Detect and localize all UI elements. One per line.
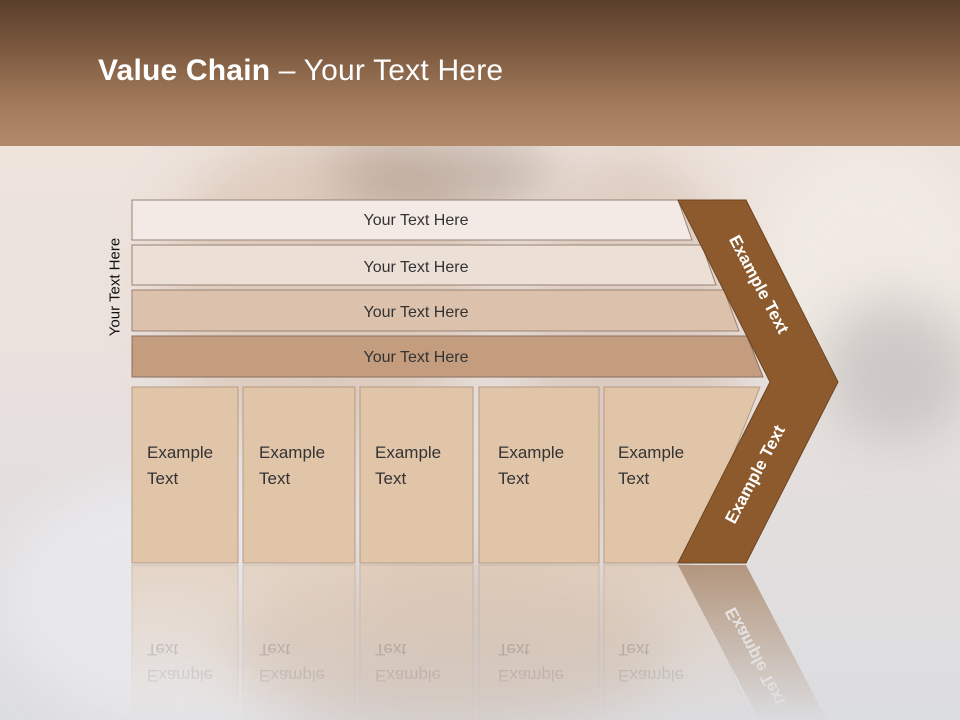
primary-column-2-line2: Text [259,469,290,488]
primary-column-3-line2: Text [375,469,406,488]
title-banner: Value Chain – Your Text Here [0,0,960,146]
slide-title-rest: – Your Text Here [270,54,504,87]
reflection-column [131,564,239,720]
reflection-text: Example [147,666,213,685]
primary-column-5-line2: Text [618,469,649,488]
primary-column-2[interactable] [242,386,356,564]
support-bar-3-label: Your Text Here [364,304,469,321]
background-photo-hair [330,140,560,210]
slide-title[interactable]: Value Chain – Your Text Here [98,54,503,88]
reflection-group: Example Text Example Text Example Text E… [131,564,828,720]
support-bar-4[interactable] [131,335,764,378]
primary-column-1-line1: Example [147,443,213,462]
reflection-text: Example [259,666,325,685]
reflection-text: Example [498,666,564,685]
background-photo-pen [820,300,960,440]
support-bar-4-label: Your Text Here [364,349,469,366]
support-bar-2[interactable] [131,244,717,286]
margin-chevron-arrow[interactable] [677,199,839,564]
support-bar-1[interactable] [131,199,693,241]
reflection-column [359,564,474,720]
primary-column-4-line2: Text [498,469,529,488]
reflection-text: Example [618,666,684,685]
reflection-arrow [678,565,828,720]
reflection-text: Text [498,640,529,659]
reflection-text: Text [259,640,290,659]
reflection-text: Text [147,640,178,659]
reflection-column [478,564,600,720]
primary-column-3-line1: Example [375,443,441,462]
primary-column-4-line1: Example [498,443,564,462]
primary-column-3[interactable] [359,386,474,564]
reflection-column [242,564,356,720]
primary-column-4[interactable] [478,386,600,564]
primary-column-2-line1: Example [259,443,325,462]
reflection-text: Text [618,640,649,659]
support-bar-1-label: Your Text Here [364,212,469,229]
slide-title-bold: Value Chain [98,54,271,87]
support-bar-3[interactable] [131,289,740,332]
primary-column-1[interactable] [131,386,239,564]
reflection-text: Text [375,640,406,659]
support-bar-2-label: Your Text Here [364,259,469,276]
reflection-text: Example [375,666,441,685]
primary-column-5-line1: Example [618,443,684,462]
primary-column-1-line2: Text [147,469,178,488]
